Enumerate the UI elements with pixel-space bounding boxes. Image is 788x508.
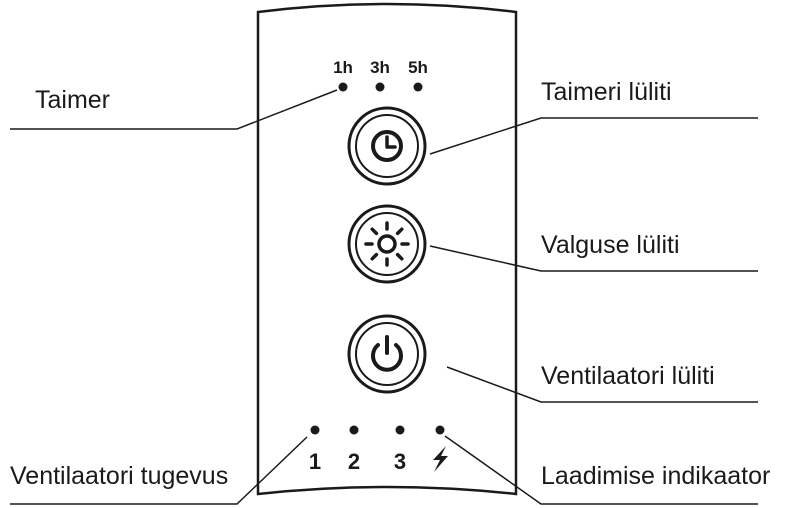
charging-led [435,425,445,435]
sun-icon [364,221,410,267]
leader-line-fan-switch [446,366,758,403]
clock-icon [371,130,403,162]
timer-label-5h: 5h [408,58,428,77]
lightning-bolt-icon [433,446,448,472]
fan-speed-label-2: 2 [348,449,360,474]
fan-power-button[interactable] [347,314,427,394]
fan-speed-label-1: 1 [309,449,321,474]
fan-speed-label-3: 3 [394,449,406,474]
callout-timer-switch: Taimeri lüliti [541,78,672,106]
callout-fan-switch: Ventilaatori lüliti [541,362,715,390]
light-button[interactable] [347,204,427,284]
fan-speed-led-3 [395,425,405,435]
leader-line-timer-switch [429,117,758,155]
fan-speed-led-2 [349,425,359,435]
leader-line-light-switch [429,245,758,272]
timer-label-1h: 1h [333,58,353,77]
timer-led-3h [375,82,385,92]
leader-line-charging [444,435,758,505]
timer-label-3h: 3h [370,58,390,77]
leader-line-fan-speed [10,436,308,505]
leader-line-timer [10,89,338,130]
callout-timer: Taimer [35,86,110,114]
timer-led-5h [413,82,423,92]
power-icon [371,335,403,372]
callout-charging-indicator: Laadimise indikaator [541,462,770,490]
timer-led-1h [338,82,348,92]
fan-speed-led-1 [310,425,320,435]
callout-light-switch: Valguse lüliti [541,231,680,259]
callout-fan-speed: Ventilaatori tugevus [10,462,228,490]
timer-button[interactable] [347,106,427,186]
control-panel-outline [256,2,518,496]
